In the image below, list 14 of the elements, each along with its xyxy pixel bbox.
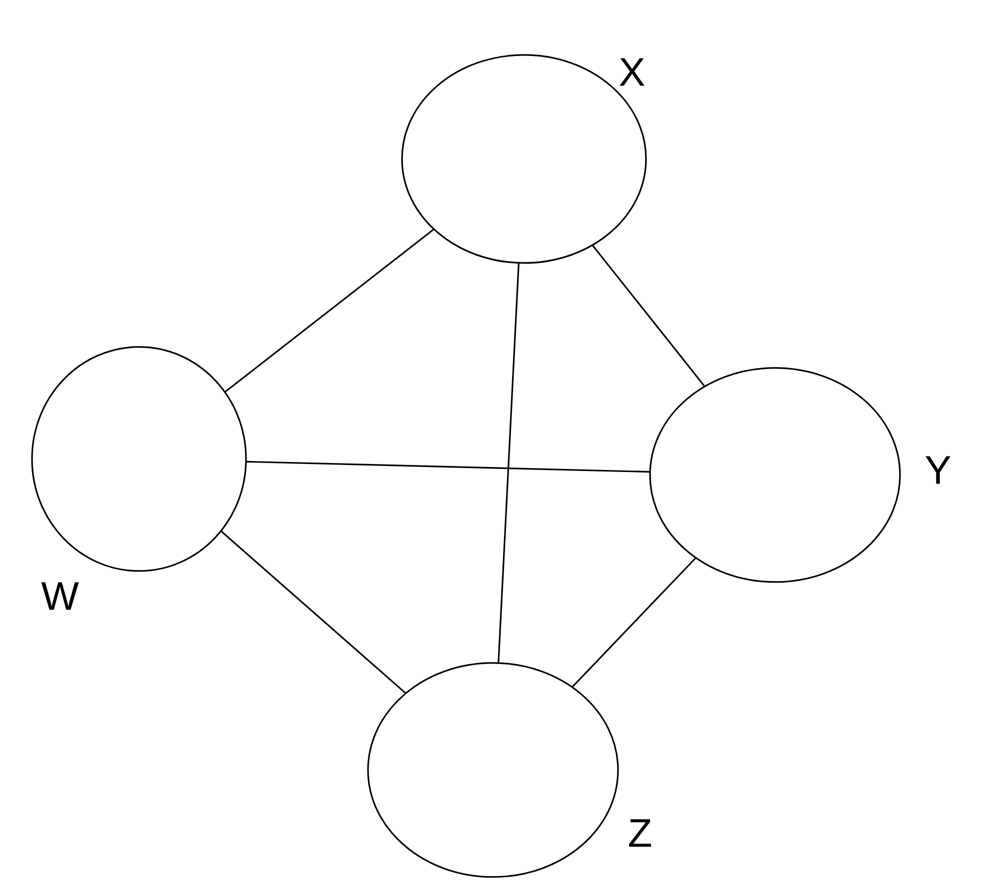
node-label: X [620, 58, 644, 86]
circle [367, 662, 619, 878]
connector-line [498, 262, 520, 664]
connector-line [246, 460, 650, 473]
connector-line [224, 228, 434, 392]
connector-line [592, 244, 706, 387]
node-label: Y [926, 456, 950, 484]
circle [649, 367, 901, 583]
circle [401, 54, 647, 264]
connector-line [572, 558, 696, 688]
node-label: W [41, 582, 79, 610]
node-label: Z [629, 819, 651, 847]
connector-line [220, 530, 406, 694]
circle [31, 346, 247, 572]
